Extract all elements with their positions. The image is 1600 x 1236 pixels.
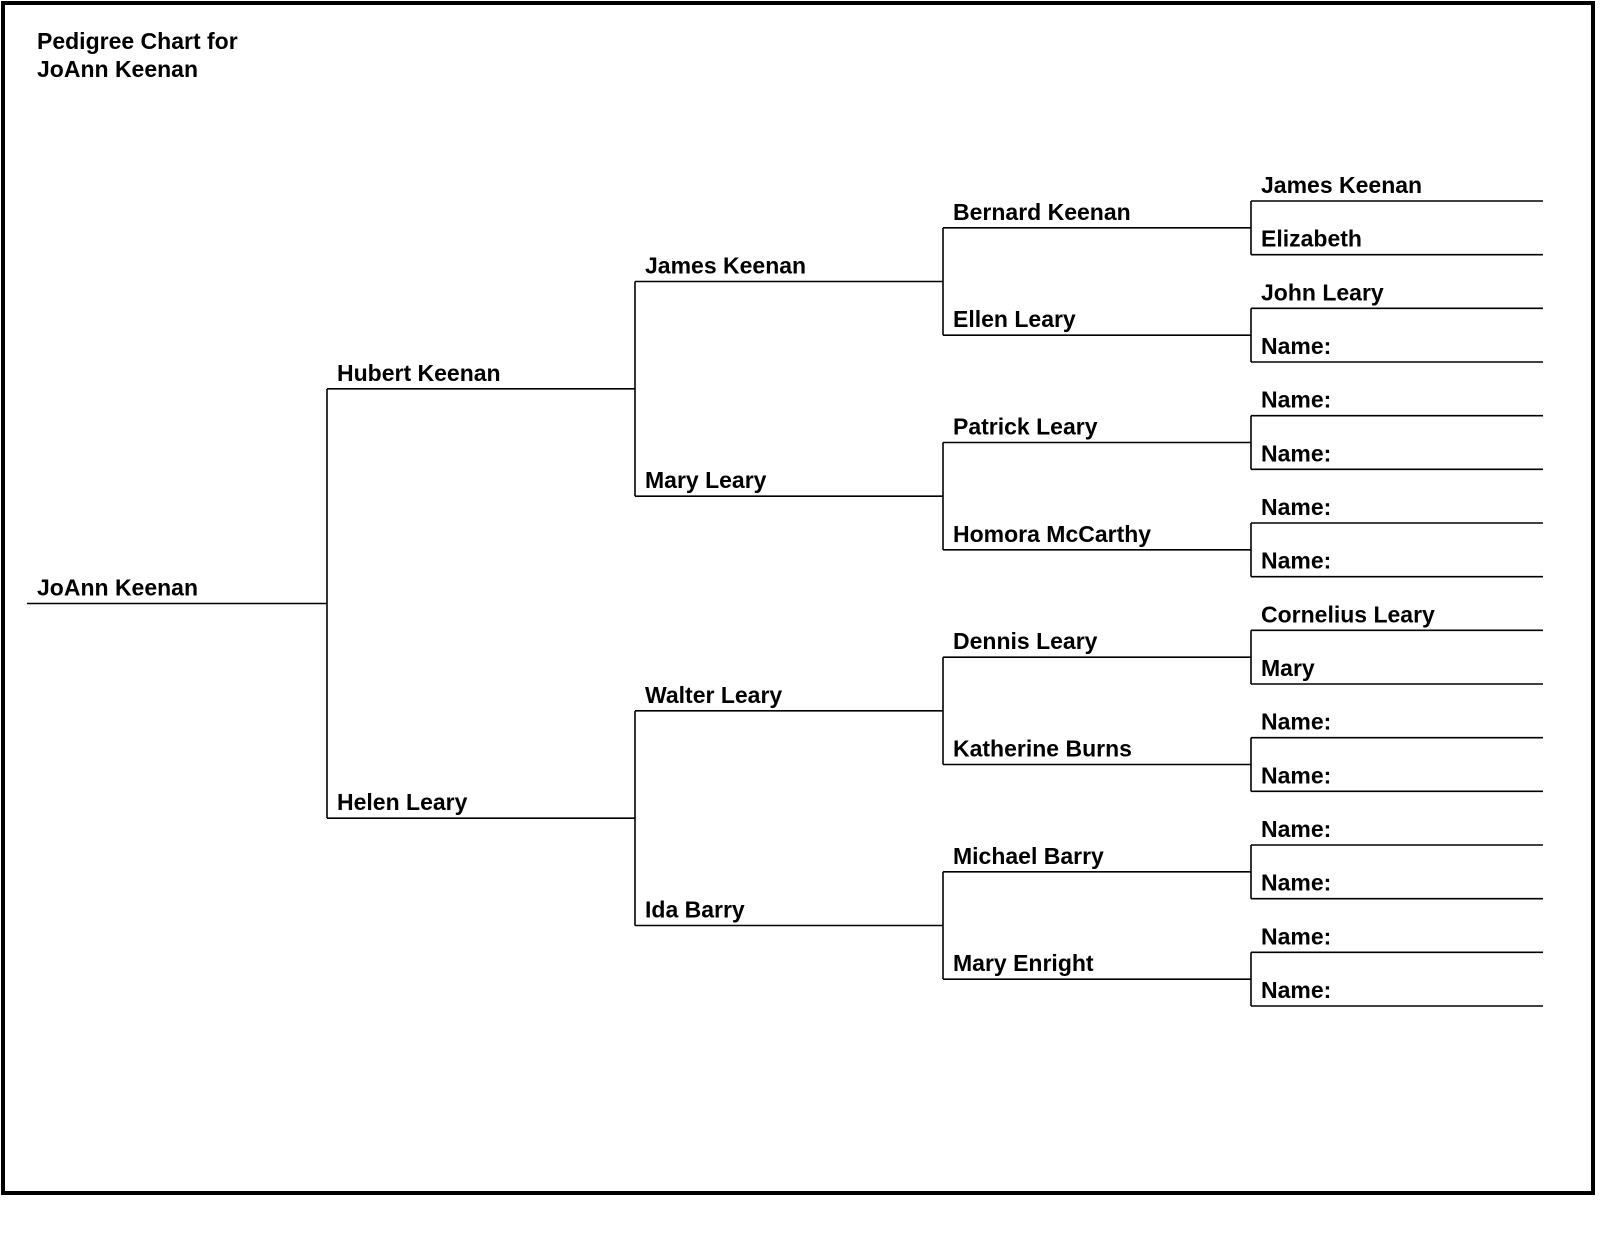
person-name-gen4: Name: <box>1261 923 1331 949</box>
person-name-gen4: Cornelius Leary <box>1261 601 1435 627</box>
chart-title: Pedigree Chart for JoAnn Keenan <box>37 27 238 83</box>
person-name-gen4: Name: <box>1261 870 1331 896</box>
person-name-gen4: Name: <box>1261 494 1331 520</box>
person-name-gen4: Elizabeth <box>1261 226 1362 252</box>
person-name-gen4: Name: <box>1261 709 1331 735</box>
person-name-gen3: Patrick Leary <box>953 414 1098 440</box>
person-name-gen4: Name: <box>1261 816 1331 842</box>
person-name-gen4: Name: <box>1261 440 1331 466</box>
chart-frame <box>1 1 1595 1195</box>
person-name-gen4: Name: <box>1261 548 1331 574</box>
person-name-gen4: Name: <box>1261 387 1331 413</box>
person-name-gen2: Ida Barry <box>645 897 745 923</box>
person-name-gen3: Michael Barry <box>953 843 1104 869</box>
person-name-gen3: Bernard Keenan <box>953 199 1131 225</box>
person-name-gen3: Mary Enright <box>953 950 1094 976</box>
person-name-gen1: Helen Leary <box>337 789 468 815</box>
person-name-gen4: Name: <box>1261 333 1331 359</box>
person-name-gen2: Mary Leary <box>645 467 767 493</box>
person-name-gen4: James Keenan <box>1261 172 1422 198</box>
person-name-gen3: Katherine Burns <box>953 736 1132 762</box>
person-name-gen1: Hubert Keenan <box>337 360 501 386</box>
chart-title-line-2: JoAnn Keenan <box>37 56 199 82</box>
person-name-gen4: Mary <box>1261 655 1315 681</box>
person-name-gen4: Name: <box>1261 977 1331 1003</box>
person-name-gen4: Name: <box>1261 762 1331 788</box>
person-name-gen2: Walter Leary <box>645 682 782 708</box>
person-name-gen3: Ellen Leary <box>953 306 1076 332</box>
person-name-gen4: John Leary <box>1261 279 1384 305</box>
person-name-gen0: JoAnn Keenan <box>37 575 198 601</box>
chart-title-line-1: Pedigree Chart for <box>37 28 238 54</box>
person-name-gen2: James Keenan <box>645 253 806 279</box>
person-name-gen3: Homora McCarthy <box>953 521 1151 547</box>
person-name-gen3: Dennis Leary <box>953 628 1098 654</box>
